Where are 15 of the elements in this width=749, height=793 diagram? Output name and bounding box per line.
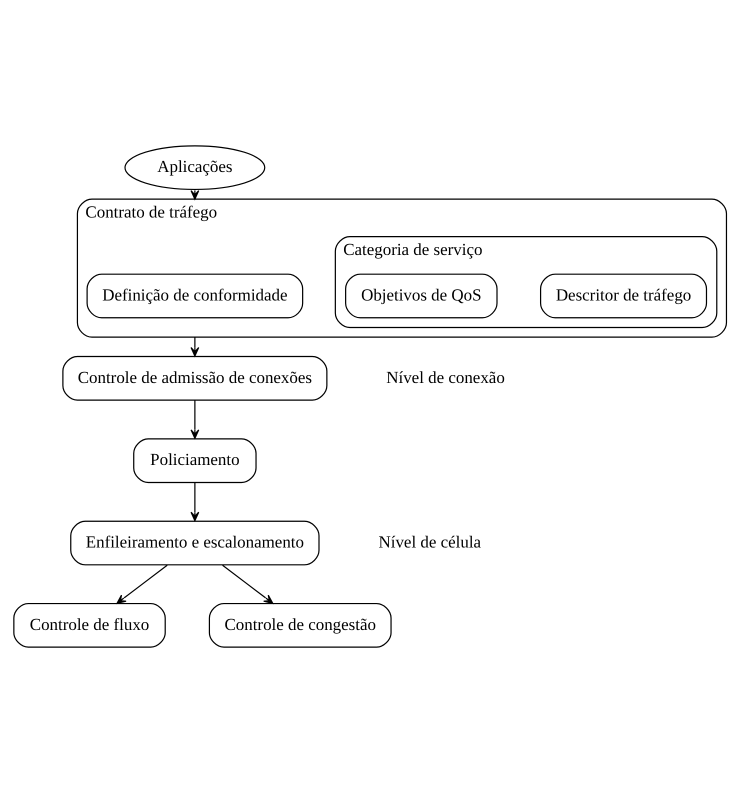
node-box: Descritor de tráfego <box>539 274 707 318</box>
label: Nível de célula <box>378 532 481 552</box>
node-box: Controle de fluxo <box>12 602 166 648</box>
node-box: Controle de congestão <box>208 602 392 648</box>
arrow <box>190 337 199 357</box>
node-box: Objetivos de QoS <box>344 274 498 318</box>
arrow <box>116 564 168 604</box>
arrow <box>222 564 273 604</box>
node-box: Definição de conformidade <box>86 274 303 318</box>
node-box: Enfileiramento e escalonamento <box>70 520 320 566</box>
arrow <box>190 400 199 439</box>
arrow <box>190 482 199 522</box>
node-box: Controle de admissão de conexões <box>62 356 327 401</box>
label: Nível de conexão <box>386 368 504 387</box>
node-box: Policiamento <box>132 438 256 484</box>
